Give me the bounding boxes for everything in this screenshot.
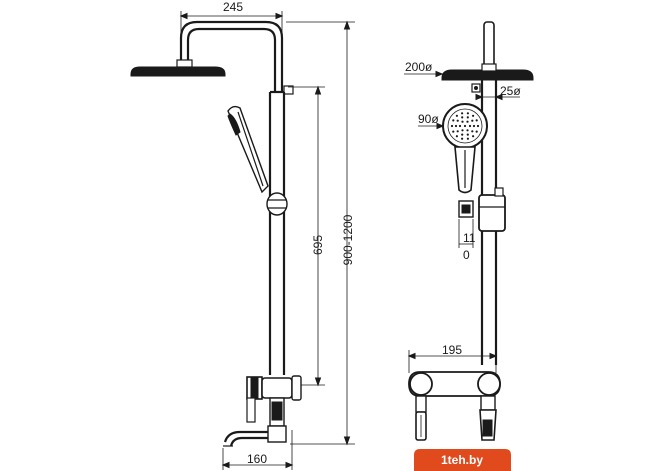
nozzle-dot (466, 137, 469, 140)
nozzle-dot (466, 129, 469, 132)
nozzle-dot (455, 135, 458, 138)
nozzle-dot (476, 124, 480, 128)
dim-handshower-height-label: 695 (311, 235, 325, 255)
slide-bracket-side (266, 192, 288, 216)
dim-top-width: 245 (179, 0, 284, 36)
nozzle-dot (458, 124, 462, 128)
nozzle-dot (475, 119, 478, 122)
slide-bracket-front (458, 187, 506, 232)
nozzle-dot (461, 120, 464, 123)
overhead-arm (179, 20, 284, 92)
nozzle-dot (456, 119, 459, 122)
nozzle-dot (461, 129, 464, 132)
dim-slide: 11 0 (458, 219, 476, 262)
column-stub (283, 85, 294, 95)
side-view: 245 (130, 0, 355, 470)
nozzle-dot (471, 130, 474, 133)
riser-pipe (268, 90, 286, 375)
nozzle-dot (468, 124, 472, 128)
nozzle-dot (466, 120, 469, 123)
nozzle-dot (452, 119, 455, 122)
watermark: 1teh.by (414, 449, 511, 471)
dim-height-range: 900-1200 (286, 20, 355, 446)
dim-slide-0-label: 0 (463, 248, 470, 262)
nozzle-dot (461, 116, 464, 119)
dim-handshower-diameter-label: 90ø (418, 112, 439, 126)
nozzle-dot (461, 137, 464, 140)
nozzle-dot (472, 124, 476, 128)
nozzle-dot (472, 114, 475, 117)
dim-mixer-width-label: 195 (442, 343, 462, 357)
rain-head-front (441, 63, 534, 81)
front-top-stub (483, 21, 495, 67)
nozzle-dot (456, 130, 459, 133)
nozzle-dot (461, 133, 464, 136)
connector-box (471, 83, 481, 93)
rain-head-side (130, 59, 226, 77)
nozzle-dot (466, 116, 469, 119)
nozzle-dot (463, 124, 467, 128)
nozzle-dot (450, 124, 454, 128)
dim-pipe-diameter-label: 25ø (500, 84, 521, 98)
nozzle-dot (466, 133, 469, 136)
dim-head-diameter-label: 200ø (405, 60, 433, 74)
hand-shower-side (227, 105, 269, 194)
nozzle-dot (461, 112, 464, 115)
dim-handshower-height: 695 (288, 85, 325, 387)
dim-top-width-label: 245 (223, 0, 243, 14)
nozzle-dot (471, 119, 474, 122)
dim-height-range-label: 900-1200 (341, 214, 355, 265)
hand-shower-front (442, 103, 488, 194)
mixer-body-side (246, 375, 302, 443)
nozzle-dot (475, 130, 478, 133)
dim-spout-width: 160 (221, 430, 294, 470)
nozzle-dot (454, 124, 458, 128)
dim-slide-11-label: 11 (463, 231, 476, 245)
dim-mixer-width: 195 (407, 343, 498, 373)
front-view: 200ø 25ø 9 (404, 21, 534, 441)
nozzle-dot (466, 112, 469, 115)
dim-head-diameter: 200ø (404, 60, 444, 78)
dim-handshower-diameter: 90ø (418, 112, 445, 130)
bath-spout-side (223, 430, 268, 447)
dim-pipe-diameter: 25ø (475, 84, 521, 101)
nozzle-dot (472, 135, 475, 138)
dim-spout-width-label: 160 (247, 452, 267, 466)
mixer-body-front (408, 371, 501, 441)
watermark-text: 1teh.by (441, 453, 483, 467)
nozzle-pattern (450, 112, 480, 140)
nozzle-dot (452, 130, 455, 133)
nozzle-dot (455, 114, 458, 117)
